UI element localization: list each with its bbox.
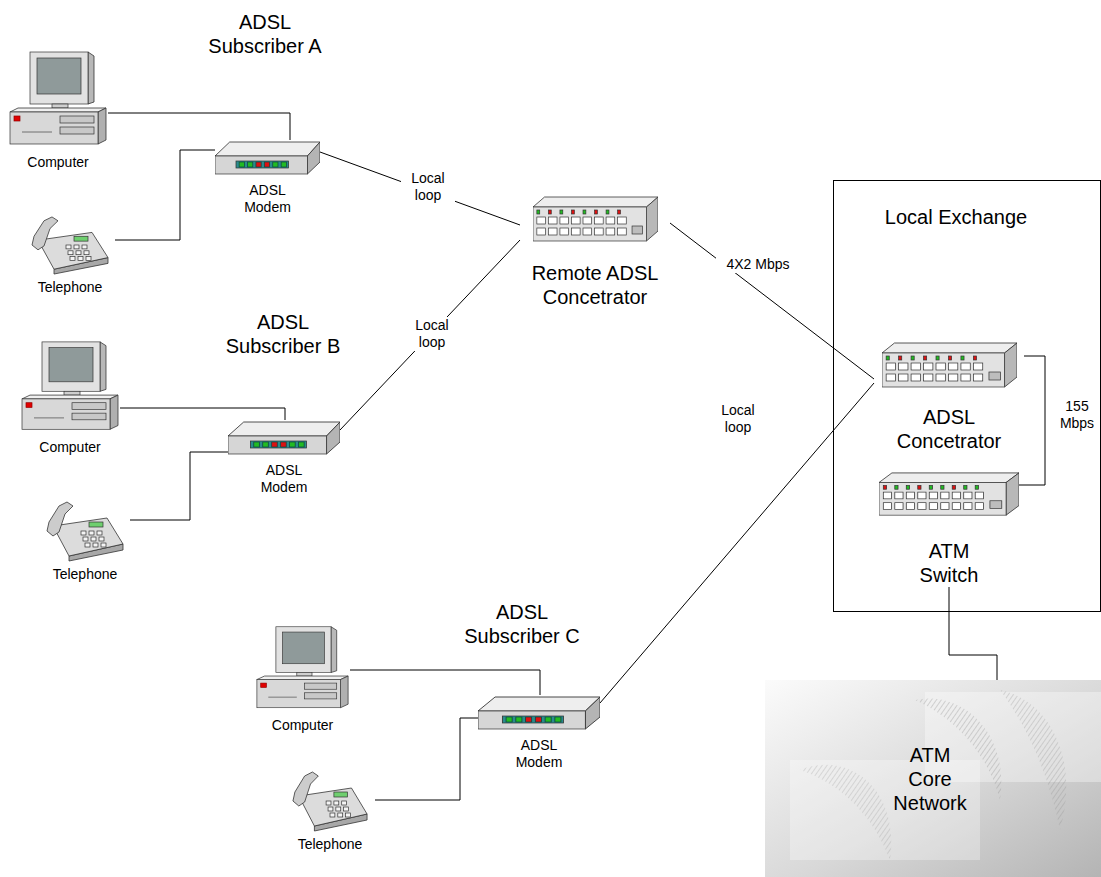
cable-line: [320, 152, 520, 225]
device-label: Telephone: [285, 836, 375, 853]
atm-switch-drawing: [879, 471, 1019, 519]
device-label: ADSL Modem: [238, 182, 298, 216]
telephone-icon-drawing: [30, 215, 110, 275]
computer-icon-drawing: [8, 50, 108, 150]
cable-line: [949, 587, 997, 680]
adsl-modem-drawing: [478, 695, 600, 735]
telephone-icon: Telephone: [40, 500, 130, 583]
core-network: ATM Core Network: [765, 680, 1101, 877]
cable-line: [108, 113, 290, 140]
link-label: Local loop: [401, 170, 455, 204]
adsl-modem-drawing: [228, 420, 340, 460]
device-label: Computer: [258, 717, 348, 734]
link-label: 155 Mbps: [1055, 398, 1099, 432]
telephone-icon: Telephone: [285, 770, 375, 853]
cable-line: [350, 670, 540, 695]
link-label: Local loop: [711, 402, 765, 436]
concentrator: Remote ADSL Concetrator: [520, 195, 670, 309]
device-label: ADSL Modem: [509, 737, 569, 771]
device-label: ADSL Concetrator: [874, 405, 1024, 453]
cable-line: [120, 408, 285, 420]
telephone-icon: Telephone: [25, 215, 115, 296]
subscriber-heading: ADSL Subscriber C: [455, 600, 590, 648]
atm-switch: ATM Switch: [879, 471, 1019, 587]
telephone-icon-drawing: [45, 500, 125, 562]
device-label: Telephone: [40, 566, 130, 583]
cable-line: [375, 718, 478, 800]
cable-line: [130, 452, 228, 520]
link-label: Local loop: [405, 317, 459, 351]
device-label: Computer: [25, 439, 115, 456]
device-label: ATM Switch: [899, 539, 999, 587]
computer-icon: Computer: [20, 340, 120, 456]
device-label: Computer: [13, 154, 103, 171]
network-label: ATM Core Network: [886, 743, 974, 815]
cable-line: [670, 223, 874, 379]
cable-line: [340, 240, 520, 430]
subscriber-heading: ADSL Subscriber B: [216, 310, 351, 358]
cable-line: [1019, 356, 1045, 485]
subscriber-heading: ADSL Subscriber A: [198, 10, 333, 58]
device-label: ADSL Modem: [254, 462, 314, 496]
computer-icon-drawing: [20, 340, 120, 435]
link-label: 4X2 Mbps: [716, 256, 800, 273]
adsl-modem: ADSL Modem: [215, 140, 320, 216]
adsl-modem-drawing: [215, 140, 320, 180]
computer-icon: Computer: [8, 50, 108, 171]
concentrator-drawing: [533, 195, 658, 245]
cable-line: [115, 150, 215, 240]
adsl-modem: ADSL Modem: [228, 420, 340, 496]
region-heading: Local Exchange: [881, 205, 1031, 229]
exchange-region: Local ExchangeADSL ConcetratorATM Switch: [833, 180, 1101, 612]
concentrator-drawing: [882, 341, 1017, 391]
computer-icon: Computer: [255, 625, 350, 734]
adsl-modem: ADSL Modem: [478, 695, 600, 771]
telephone-icon-drawing: [291, 770, 369, 832]
computer-icon-drawing: [255, 625, 350, 713]
device-label: Telephone: [25, 279, 115, 296]
concentrator: ADSL Concetrator: [874, 341, 1024, 453]
device-label: Remote ADSL Concetrator: [520, 261, 670, 309]
